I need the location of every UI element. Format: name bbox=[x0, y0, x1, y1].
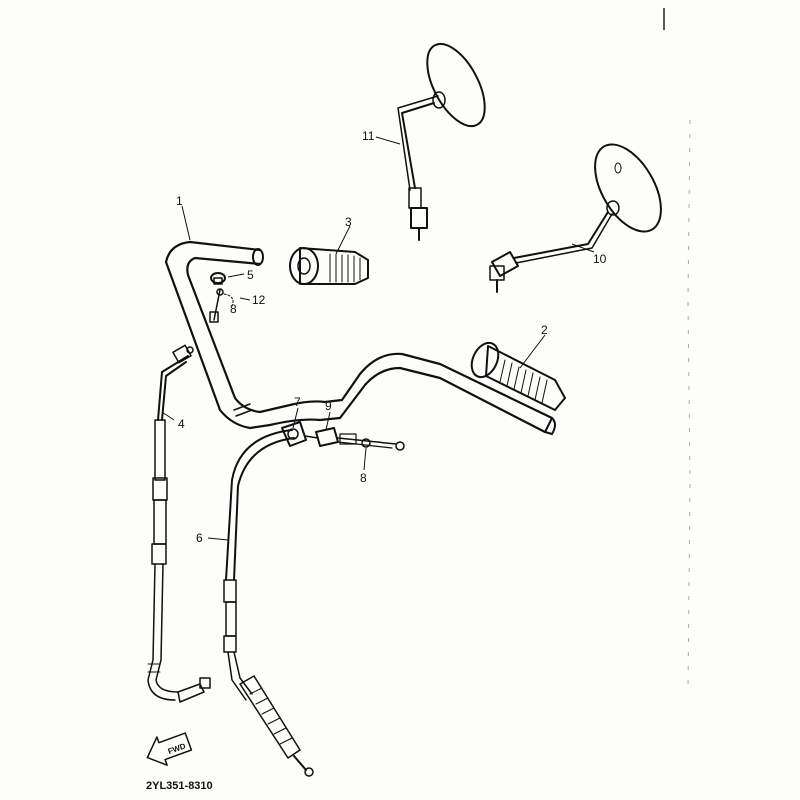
small-fittings bbox=[209, 272, 234, 323]
forward-arrow-icon: FWD bbox=[146, 732, 193, 766]
callout-1: 1 bbox=[176, 194, 183, 208]
leader-lines bbox=[161, 136, 595, 541]
throttle-grip bbox=[289, 247, 369, 285]
part-code: 2YL351-8310 bbox=[146, 780, 213, 792]
forward-label: FWD bbox=[167, 741, 187, 756]
callout-numbers: 1 2 3 4 5 6 7 8 8 9 10 11 12 bbox=[176, 129, 607, 545]
callout-8-upper: 8 bbox=[230, 302, 237, 316]
callout-8-lower: 8 bbox=[360, 471, 367, 485]
callout-12: 12 bbox=[252, 293, 266, 307]
callout-6: 6 bbox=[196, 531, 203, 545]
callout-4: 4 bbox=[178, 417, 185, 431]
callout-5: 5 bbox=[247, 268, 254, 282]
callout-7: 7 bbox=[294, 395, 301, 409]
callout-9: 9 bbox=[325, 399, 332, 413]
clutch-cable bbox=[147, 344, 211, 703]
page-edge-dashed bbox=[687, 119, 691, 691]
mirror-right bbox=[489, 143, 662, 293]
handlebar bbox=[164, 240, 556, 435]
callout-2: 2 bbox=[541, 323, 548, 337]
throttle-cable bbox=[223, 429, 314, 777]
cable-adjusters bbox=[281, 421, 405, 451]
cable-spring bbox=[239, 675, 301, 759]
callout-3: 3 bbox=[345, 215, 352, 229]
callout-11: 11 bbox=[362, 129, 375, 143]
left-grip bbox=[470, 341, 566, 411]
callout-10: 10 bbox=[593, 252, 607, 266]
mirror-left bbox=[397, 42, 486, 241]
